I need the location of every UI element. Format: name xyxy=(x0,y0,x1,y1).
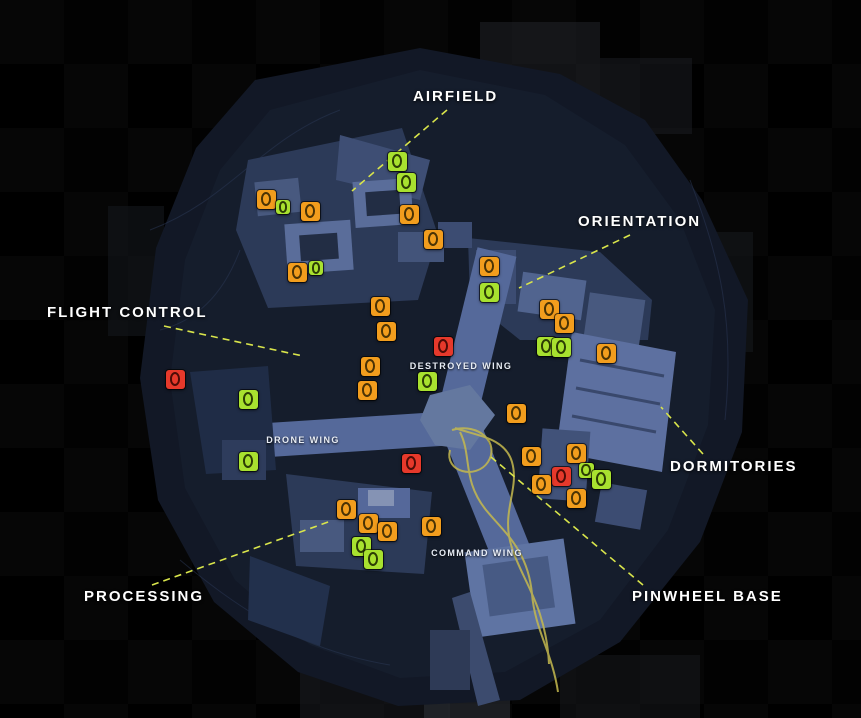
marker-glyph-icon xyxy=(340,502,352,516)
map-marker-orange[interactable] xyxy=(566,488,586,508)
marker-glyph-icon xyxy=(242,392,254,406)
map-marker-red[interactable] xyxy=(165,369,185,389)
marker-glyph-icon xyxy=(242,454,254,468)
map-marker-green[interactable] xyxy=(396,172,416,192)
marker-glyph-icon xyxy=(558,316,570,330)
marker-glyph-icon xyxy=(570,446,582,460)
wing-label-drone-wing: DRONE WING xyxy=(266,435,340,445)
map-marker-orange[interactable] xyxy=(300,201,320,221)
map-marker-orange[interactable] xyxy=(256,189,276,209)
map-marker-orange[interactable] xyxy=(357,380,377,400)
marker-glyph-icon xyxy=(570,491,582,505)
map-marker-orange[interactable] xyxy=(287,262,307,282)
map-marker-green[interactable] xyxy=(363,549,383,569)
map-marker-orange[interactable] xyxy=(377,521,397,541)
map-marker-orange[interactable] xyxy=(421,516,441,536)
map-marker-orange[interactable] xyxy=(531,474,551,494)
map-marker-orange[interactable] xyxy=(336,499,356,519)
map-marker-green[interactable] xyxy=(387,151,407,171)
marker-glyph-icon xyxy=(278,201,288,213)
marker-glyph-icon xyxy=(525,449,537,463)
marker-glyph-icon xyxy=(391,154,403,168)
map-marker-green[interactable] xyxy=(238,389,258,409)
marker-glyph-icon xyxy=(595,472,607,486)
marker-glyph-icon xyxy=(581,464,591,476)
marker-glyph-icon xyxy=(367,552,379,566)
marker-glyph-icon xyxy=(311,262,321,274)
marker-glyph-icon xyxy=(169,372,181,386)
marker-glyph-icon xyxy=(381,524,393,538)
map-marker-green[interactable] xyxy=(479,282,499,302)
marker-glyph-icon xyxy=(380,324,392,338)
marker-glyph-icon xyxy=(543,302,555,316)
map-marker-red[interactable] xyxy=(401,453,421,473)
map-marker-green[interactable] xyxy=(578,462,594,478)
marker-glyph-icon xyxy=(421,374,433,388)
map-marker-orange[interactable] xyxy=(358,513,378,533)
marker-glyph-icon xyxy=(400,175,412,189)
map-marker-red[interactable] xyxy=(551,466,571,486)
map-marker-red[interactable] xyxy=(433,336,453,356)
map-marker-green[interactable] xyxy=(238,451,258,471)
map-marker-green[interactable] xyxy=(417,371,437,391)
area-label-pinwheel-base: PINWHEEL BASE xyxy=(632,588,783,605)
area-label-flight-control: FLIGHT CONTROL xyxy=(47,304,208,321)
marker-glyph-icon xyxy=(405,456,417,470)
marker-glyph-icon xyxy=(291,265,303,279)
area-label-processing: PROCESSING xyxy=(84,588,205,605)
marker-glyph-icon xyxy=(555,340,567,354)
marker-glyph-icon xyxy=(437,339,449,353)
marker-glyph-icon xyxy=(355,539,367,553)
map-marker-orange[interactable] xyxy=(506,403,526,423)
map-marker-orange[interactable] xyxy=(521,446,541,466)
area-label-airfield: AIRFIELD xyxy=(413,88,499,105)
area-label-dormitories: DORMITORIES xyxy=(670,458,798,475)
map-marker-green[interactable] xyxy=(536,336,556,356)
wing-label-command-wing: COMMAND WING xyxy=(431,548,523,558)
map-marker-green[interactable] xyxy=(276,200,290,214)
marker-glyph-icon xyxy=(374,299,386,313)
marker-glyph-icon xyxy=(540,339,552,353)
map-marker-green[interactable] xyxy=(551,337,571,357)
map-marker-orange[interactable] xyxy=(360,356,380,376)
map-marker-orange[interactable] xyxy=(376,321,396,341)
map-marker-orange[interactable] xyxy=(479,256,499,276)
marker-glyph-icon xyxy=(510,406,522,420)
marker-glyph-icon xyxy=(483,259,495,273)
marker-glyph-icon xyxy=(362,516,374,530)
map-marker-orange[interactable] xyxy=(596,343,616,363)
marker-glyph-icon xyxy=(403,207,415,221)
map-marker-orange[interactable] xyxy=(566,443,586,463)
marker-glyph-icon xyxy=(427,232,439,246)
area-label-orientation: ORIENTATION xyxy=(578,213,702,230)
map-marker-orange[interactable] xyxy=(554,313,574,333)
marker-glyph-icon xyxy=(364,359,376,373)
marker-glyph-icon xyxy=(361,383,373,397)
map-marker-orange[interactable] xyxy=(370,296,390,316)
marker-glyph-icon xyxy=(600,346,612,360)
map-marker-orange[interactable] xyxy=(423,229,443,249)
map-marker-green[interactable] xyxy=(309,261,323,275)
map-marker-green[interactable] xyxy=(591,469,611,489)
marker-glyph-icon xyxy=(425,519,437,533)
marker-glyph-icon xyxy=(304,204,316,218)
map-marker-orange[interactable] xyxy=(399,204,419,224)
marker-glyph-icon xyxy=(555,469,567,483)
map-marker-orange[interactable] xyxy=(539,299,559,319)
marker-glyph-icon xyxy=(535,477,547,491)
wing-label-destroyed-wing: DESTROYED WING xyxy=(409,361,513,371)
marker-glyph-icon xyxy=(483,285,495,299)
marker-glyph-icon xyxy=(260,192,272,206)
